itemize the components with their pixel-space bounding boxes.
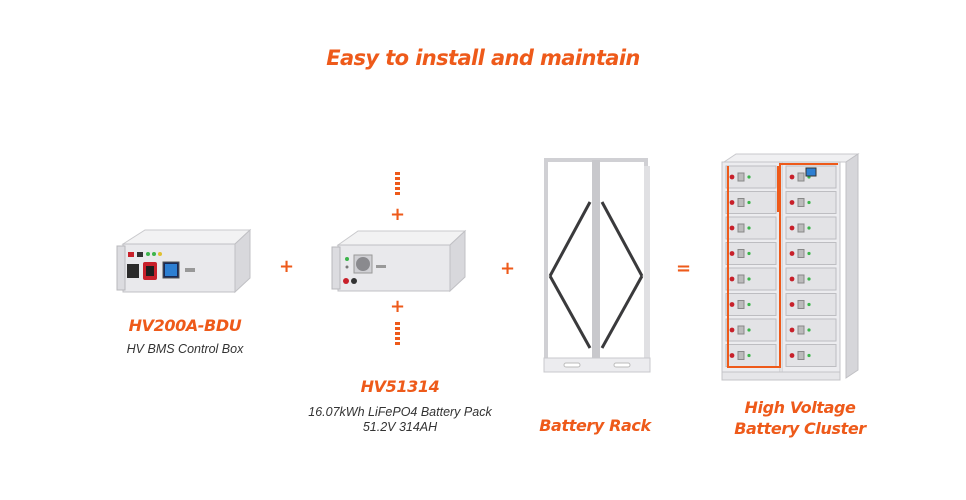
product-name-cluster-line1: High Voltage bbox=[744, 398, 856, 417]
product-name-rack: Battery Rack bbox=[539, 416, 651, 435]
battery-cluster-image bbox=[721, 153, 860, 381]
product-name-cluster-line2: Battery Cluster bbox=[734, 419, 866, 438]
product-name-pack: HV51314 bbox=[360, 377, 440, 396]
battery-pack-image bbox=[331, 229, 467, 293]
battery-rack-image bbox=[543, 158, 651, 373]
stack-continuation-bottom bbox=[395, 322, 400, 347]
plus-operator-stack-bottom: + bbox=[390, 296, 406, 317]
product-name-bdu: HV200A-BDU bbox=[128, 316, 242, 335]
stack-continuation-top bbox=[395, 172, 400, 197]
plus-operator-stack-top: + bbox=[390, 204, 406, 225]
control-box-image bbox=[116, 228, 252, 294]
page-title: Easy to install and maintain bbox=[326, 46, 640, 70]
plus-operator-2: + bbox=[500, 258, 516, 279]
product-desc-pack-line2: 51.2V 314AH bbox=[362, 420, 438, 434]
product-desc-bdu: HV BMS Control Box bbox=[126, 342, 244, 356]
plus-operator-1: + bbox=[279, 256, 295, 277]
product-desc-pack-line1: 16.07kWh LiFePO4 Battery Pack bbox=[308, 405, 492, 419]
equals-operator: = bbox=[676, 258, 692, 279]
